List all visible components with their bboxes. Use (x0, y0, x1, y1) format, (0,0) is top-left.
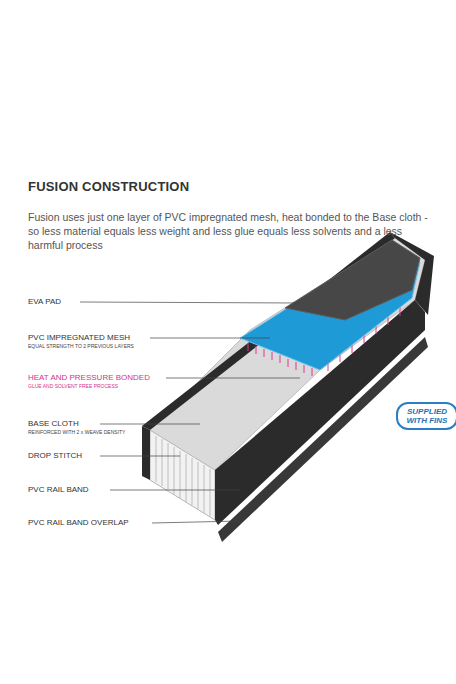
drop-stitch-thread (162, 439, 163, 486)
heat-mark (304, 365, 305, 373)
leader-line (80, 302, 300, 303)
left-rail-end (142, 426, 150, 480)
callout-label: BASE CLOTH (28, 419, 79, 429)
drop-stitch-thread (156, 436, 157, 482)
drop-stitch-thread (192, 458, 193, 505)
drop-stitch-thread (210, 469, 211, 516)
heat-mark (256, 346, 257, 354)
callout-label: HEAT AND PRESSURE BONDED (28, 373, 150, 383)
leader-line (100, 424, 200, 425)
heat-mark (272, 352, 273, 360)
badge-box: SUPPLIED WITH FINS (396, 402, 456, 430)
callout-label: DROP STITCH (28, 451, 82, 461)
heat-mark (288, 359, 289, 367)
callout-note: REINFORCED WITH 2 x WEAVE DENSITY (28, 429, 125, 435)
callout-label: EVA PAD (28, 297, 61, 307)
drop-stitch-thread (174, 447, 175, 494)
leader-line (100, 456, 180, 457)
heat-mark (296, 362, 297, 370)
callout-note: EQUAL STRENGTH TO 2 PREVIOUS LAYERS (28, 343, 134, 349)
drop-stitch-thread (168, 443, 169, 490)
callout-label: PVC RAIL BAND (28, 485, 89, 495)
drop-stitch-thread (180, 451, 181, 498)
badge-text: SUPPLIED WITH FINS (398, 407, 456, 425)
heat-mark (264, 349, 265, 357)
drop-stitch-thread (198, 462, 199, 509)
heat-mark (400, 307, 401, 316)
heat-mark (248, 343, 249, 351)
drop-stitch-thread (186, 454, 187, 502)
leader-line (152, 521, 240, 523)
eva-pad (285, 240, 420, 320)
leader-line (110, 490, 240, 491)
leader-line (150, 338, 270, 339)
callout-note: GLUE AND SOLVENT FREE PROCESS (28, 383, 118, 389)
drop-stitch-thread (204, 465, 205, 513)
heat-mark (312, 368, 313, 376)
heading: FUSION CONSTRUCTION (28, 179, 189, 194)
heat-mark (280, 355, 281, 363)
caption-text: Fusion uses just one layer of PVC impreg… (28, 210, 438, 252)
leader-line (166, 378, 300, 379)
callout-label: PVC RAIL BAND OVERLAP (28, 518, 129, 528)
callout-label: PVC IMPREGNATED MESH (28, 333, 130, 343)
